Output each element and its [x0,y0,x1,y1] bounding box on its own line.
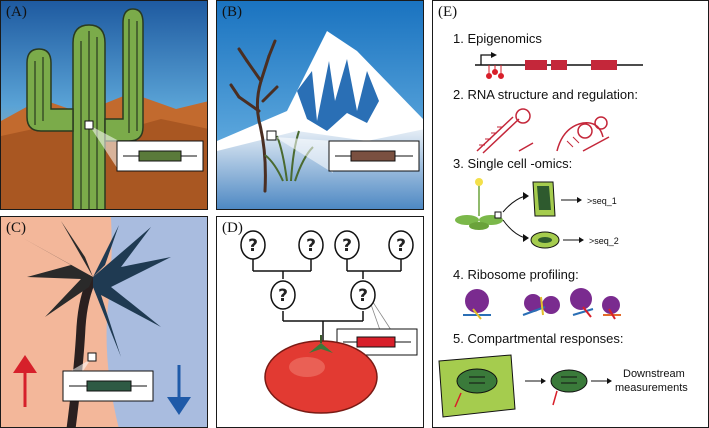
item-ribosome-title: 4. Ribosome profiling: [453,267,579,282]
cactus-scene [1,1,207,209]
ribosome-graphic [463,288,621,320]
tree-node-2: ? [298,230,324,260]
rna-structure-graphic [476,108,610,154]
tomato [264,335,378,414]
panel-d-label: (D) [222,220,243,236]
panel-e: (E) 1. Epigenomics 2. RNA structure and … [432,0,709,428]
phylogeny-tree: ?????? [240,230,418,414]
epigenomics-graphic [475,52,643,79]
item-single-cell-title: 3. Single cell -omics: [453,156,573,171]
gene-box [138,150,182,162]
tree-node-1: ? [240,230,266,260]
compartmental-graphic: Downstream measurements [438,354,688,418]
seq-1-label: >seq_1 [587,196,617,206]
palm-fronds [21,221,93,317]
gene-box [350,150,396,162]
mountain-scene [217,1,423,209]
tree-node-mark: ? [396,236,406,256]
dead-tree [229,39,279,193]
palm-scene [1,217,207,427]
tree-node-mark: ? [306,236,316,256]
downstream-label-1: Downstream [623,368,685,380]
panel-a-label: (A) [6,4,27,20]
item-compartmental-title: 5. Compartmental responses: [453,331,624,346]
gene-box [356,336,396,348]
seq-2-label: >seq_2 [589,236,619,246]
single-cell-graphic: >seq_1 >seq_2 [455,178,619,249]
panel-a: (A) [0,0,208,210]
gene-box [86,380,132,392]
panel-d: ?????? (D) [216,216,424,428]
panel-b-label: (B) [222,4,242,20]
tree-node-mark: ? [248,236,258,256]
panel-b: (B) [216,0,424,210]
item-rna-title: 2. RNA structure and regulation: [453,87,638,102]
panel-c: (C) [0,216,208,428]
item-epigenomics-title: 1. Epigenomics [453,31,542,46]
downstream-label-2: measurements [615,382,688,394]
tree-node-5: ? [270,280,296,310]
tree-node-3: ? [334,230,360,260]
tree-node-mark: ? [358,286,368,306]
up-arrow-icon [13,355,37,407]
tree-node-mark: ? [278,286,288,306]
tree-node-6: ? [350,280,376,310]
tree-node-4: ? [388,230,414,260]
panel-e-label: (E) [438,4,458,20]
panel-c-label: (C) [6,220,26,236]
down-arrow-icon [167,365,191,415]
tree-node-mark: ? [342,236,352,256]
